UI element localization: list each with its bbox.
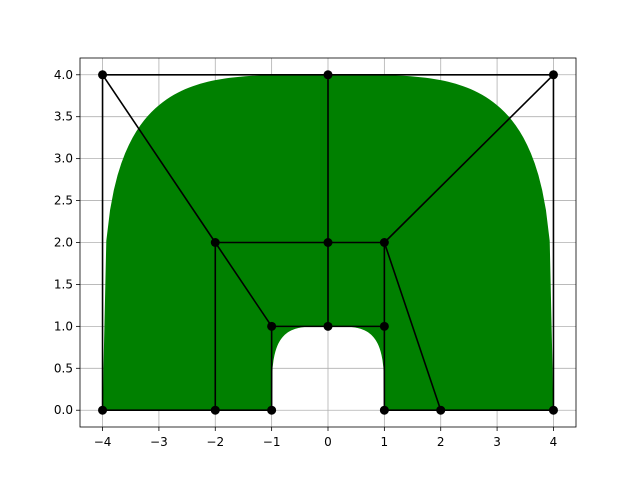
mesh-node (548, 405, 558, 415)
mesh-node (210, 405, 220, 415)
y-tick-label: 0.0 (54, 403, 73, 417)
x-tick-label: 3 (493, 435, 501, 449)
mesh-node (98, 405, 108, 415)
mesh-node (323, 321, 333, 331)
x-tick-label: −4 (94, 435, 112, 449)
mesh-node (379, 238, 389, 247)
y-tick-label: 2.5 (54, 194, 73, 208)
y-tick-label: 0.5 (54, 361, 73, 375)
x-tick-label: 2 (437, 435, 445, 449)
mesh-edge (214, 242, 273, 327)
mesh-node (210, 238, 220, 247)
mesh-edge (383, 74, 555, 244)
x-tick-label: −2 (206, 435, 224, 449)
mesh-nodes (98, 70, 558, 415)
y-tick-label: 1.0 (54, 319, 73, 333)
mesh-node (436, 405, 446, 415)
mesh-edge (101, 74, 216, 243)
mesh-node (548, 70, 558, 80)
y-tick-label: 3.5 (54, 110, 73, 124)
x-tick-label: −1 (263, 435, 281, 449)
mesh-edges (101, 73, 555, 412)
y-tick-label: 4.0 (54, 68, 73, 82)
mesh-node (267, 405, 277, 415)
mesh-node (379, 321, 389, 331)
mesh-node (98, 70, 108, 80)
y-tick-label: 1.5 (54, 277, 73, 291)
mesh-node (323, 238, 333, 247)
mesh-node (379, 405, 389, 415)
y-tick-label: 2.0 (54, 236, 73, 250)
x-tick-label: −3 (150, 435, 168, 449)
mesh-node (267, 321, 277, 331)
y-axis-ticks: 0.0 0.5 1.0 1.5 2.0 2.5 3.0 3.5 4.0 (54, 68, 80, 417)
x-tick-label: 0 (324, 435, 332, 449)
mesh-edge (383, 242, 442, 411)
x-tick-label: 1 (381, 435, 389, 449)
y-tick-label: 3.0 (54, 152, 73, 166)
mesh-node (323, 70, 333, 80)
x-tick-label: 4 (550, 435, 558, 449)
x-axis-ticks: −4 −3 −2 −1 0 1 2 3 4 (94, 427, 558, 449)
